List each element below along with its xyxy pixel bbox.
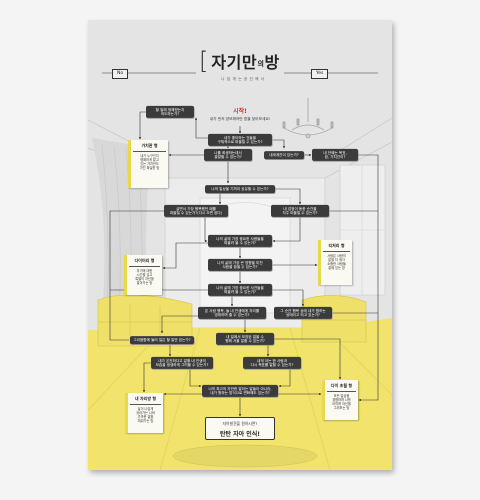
result-card-title: 가치관 형: [133, 143, 166, 152]
title-part2: 의: [257, 60, 264, 68]
arrow-n16-card5: [142, 362, 151, 393]
question-box-18: 나의 최고의 자만한 말이는 말들이 아니라, 내가 원하는 방식으로 변화해도…: [202, 384, 278, 398]
arrow-n9-card2: [162, 242, 208, 270]
question-box-4: 내세계관이 있는가?: [264, 151, 304, 159]
end-line-2: 탄탄 자아 인식!: [219, 430, 261, 438]
floor-lines: [88, 327, 392, 470]
question-box-3: 나를 희생하는데서 출발할 수 있는가?: [204, 148, 252, 162]
arrow-n12-n14: [160, 315, 198, 334]
result-card-1: 가치관 형 내가 누구인지 명확하게 알고 있는 가치관도 가진 확실한 방: [128, 140, 168, 188]
question-box-9: 나의 삶에 가장 중요한 사람들을 떠올려 볼 수 있는가?: [208, 234, 272, 248]
question-box-11: 나의 삶에 가장 중요한 사건들을 떠올려 볼 수 있는가?: [208, 283, 272, 297]
arrow-n11-n13: [272, 289, 305, 307]
right-rail: [358, 154, 379, 402]
question-box-2: 할 일에 정해졌는지 의도하는가?: [146, 105, 194, 119]
question-box-14: 그리움함에 둘러 일은 할 일만 있는가?: [130, 336, 194, 344]
result-card-title: 다이 초월 형: [327, 383, 356, 392]
title-part1: 자기만: [211, 53, 258, 72]
arrow-n1-n4: [272, 139, 286, 149]
title-part3: 방: [264, 53, 280, 72]
result-card-title: 다이어리 형: [129, 258, 160, 267]
question-box-17: 내게 아는 한 사람과 다시 목표를 말할 수 있는가?: [243, 356, 301, 370]
no-label: No: [112, 69, 129, 79]
arrow-n2-card1: [138, 111, 146, 140]
question-box-7: 살면서 가장 행복했던 때를 떠올릴 수 있는가?(다시 오면 된다): [164, 204, 228, 218]
arrow-n15-card4: [274, 338, 342, 380]
result-card-title: 티처리 형: [323, 243, 350, 252]
question-box-10: 나의 삶에 가장 큰 영향을 미친 사람을 꼽을 수 있는가?: [208, 258, 272, 272]
poster-subtitle: 나 답 게 는 공 간 에 서: [221, 77, 265, 81]
arrow-n8-n9: [272, 217, 301, 243]
question-box-15: 내 일에서 보장된 일을 수 원해 서울 말할 수 있는가?: [216, 332, 274, 346]
result-card-title: 내 자리방 형: [130, 396, 161, 405]
start-instruction: 내가 먼저 양보해야만 맘을 찾아보세요!: [209, 117, 271, 121]
question-box-1: 내가 좋아하는 것들을 구체적으로 떠올릴 수 있는가?: [208, 133, 272, 147]
end-line-1: 자아발견을 원하시면?: [222, 421, 258, 426]
result-card-text: 모든 일상을 경험하며 나를 아끼며 자신을 그려보는 방: [332, 393, 351, 411]
left-sofa: [97, 294, 193, 347]
chandelier-icon: [282, 98, 334, 139]
yes-label: Yes: [311, 69, 329, 79]
question-box-6: 나의 일상을 기꺼이 공유할 수 있는가?: [205, 185, 275, 193]
end-box: 자아발견을 원하시면? 탄탄 자아 인식!: [205, 417, 275, 440]
left-rail: [109, 210, 164, 341]
question-box-12: 온 사람 행복, 둘 내 인생에게 자리를 영위하며 줄 수 있는가?: [198, 306, 266, 320]
result-card-text: 사람은 사람의 말을 더 생각 소중한 사람들 곁에 있는 방: [327, 253, 346, 271]
rug: [172, 444, 318, 468]
result-card-5: 내 자리방 형 삶이 나답게 흘러가는 나와 가까운 곁을 채워가는 방: [125, 393, 163, 433]
result-card-text: 내가 누구인지 명확하게 알고 있는 가치관도 가진 확실한 방: [139, 153, 160, 171]
poster-title: [ 자기만 의 방: [199, 45, 280, 73]
title-bracket: [: [199, 47, 209, 75]
result-card-text: 삶이 나답게 흘러가는 나와 가까운 곁을 채워가는 방: [136, 406, 155, 424]
arrow-n6-n8: [275, 188, 302, 205]
arrow-n16-n18: [189, 369, 202, 388]
arrow-n17-n18: [278, 369, 291, 388]
result-card-3: 티처리 형 사람은 사람의 말을 더 생각 소중한 사람들 곁에 있는 방: [318, 240, 352, 285]
question-box-16: 내가 온전하다고 말할 내 인생의 모습을 생생하게 그려볼 수 있는가?: [151, 356, 213, 370]
question-box-8: 내 감정이 동한 순간을 자주 떠올릴 수 있는가?: [271, 204, 329, 218]
result-card-2: 다이어리 형 자기에 대한 시간을 갖고 특별히 자신을 알아가는 방: [124, 255, 162, 295]
arrow-n7-n9: [204, 217, 208, 243]
result-card-4: 다이 초월 형 모든 일상을 경험하며 나를 아끼며 자신을 그려보는 방: [322, 380, 358, 420]
arrow-n1-n2: [194, 117, 208, 139]
start-label: 시작!: [233, 108, 247, 115]
result-card-text: 자기에 대한 시간을 갖고 특별히 자신을 알아가는 방: [135, 268, 154, 286]
question-box-5: 내 안에는 목표, 꿈, 가치관이?: [312, 148, 358, 162]
question-box-13: 그 순간 행복 상태 내가 원하는 상태이고 되고 있는가?: [274, 306, 332, 320]
